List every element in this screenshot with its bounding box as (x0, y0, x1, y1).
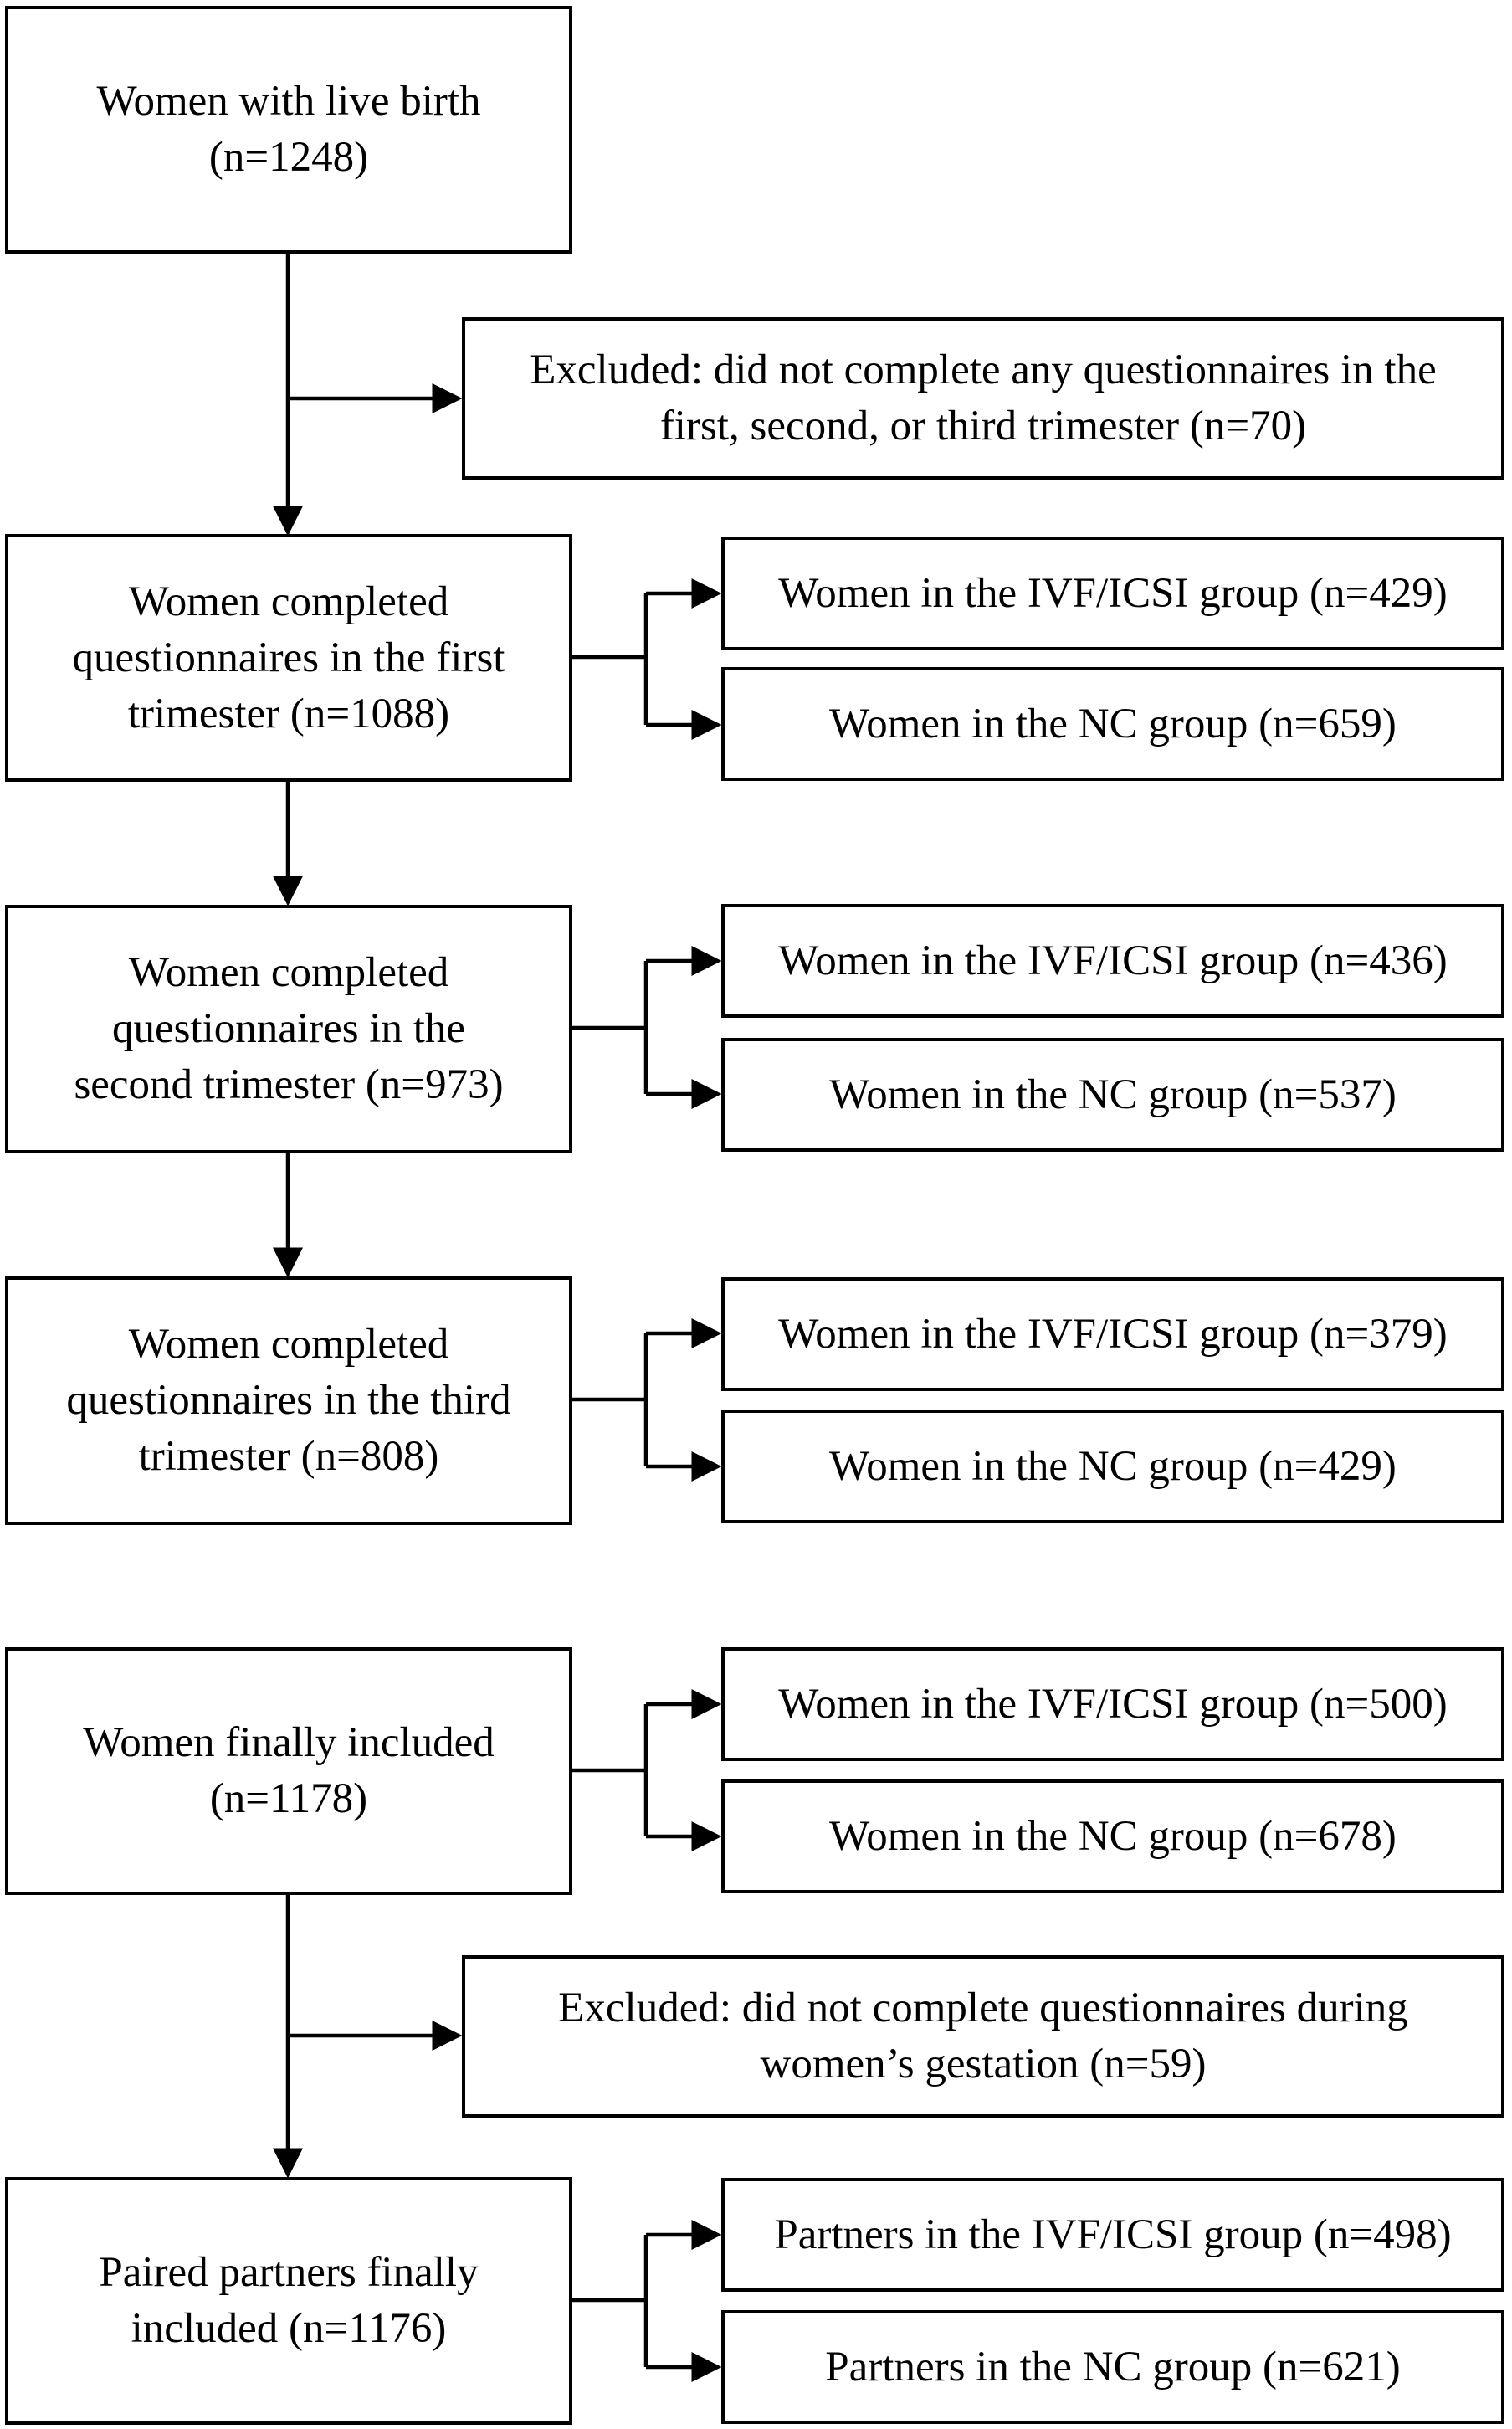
third-trimester-ivf-box: Women in the IVF/ICSI group (n=379) (721, 1277, 1504, 1391)
exclusion-box-1: Excluded: did not complete any questionn… (462, 317, 1504, 480)
box-text-line: Excluded: did not complete any questionn… (530, 347, 1437, 393)
third-trimester-nc-box: Women in the NC group (n=429) (721, 1410, 1504, 1523)
partners-final-box: Paired partners finally included (n=1176… (5, 2177, 572, 2425)
box-text-line: (n=1178) (209, 1775, 368, 1822)
box-text-line: Partners in the NC group (n=621) (825, 2343, 1401, 2390)
box-text-line: women’s gestation (n=59) (760, 2041, 1207, 2088)
box-text-line: trimester (n=808) (138, 1433, 439, 1480)
first-trimester-box: Women completed questionnaires in the fi… (5, 534, 572, 782)
box-text-line: Women finally included (83, 1719, 495, 1766)
women-final-nc-box: Women in the NC group (n=678) (721, 1779, 1504, 1893)
box-text-line: Women in the IVF/ICSI group (n=429) (778, 569, 1448, 617)
box-text-line: Women with live birth (96, 78, 481, 125)
box-text-line: Women in the IVF/ICSI group (n=500) (778, 1680, 1448, 1728)
partners-final-ivf-box: Partners in the IVF/ICSI group (n=498) (721, 2178, 1504, 2292)
second-trimester-ivf-box: Women in the IVF/ICSI group (n=436) (721, 904, 1504, 1018)
branch-first-trimester (572, 593, 648, 725)
box-text-line: included (n=1176) (131, 2305, 447, 2352)
box-text-line: Women completed (128, 1321, 449, 1368)
box-text-line: trimester (n=1088) (127, 690, 450, 737)
box-text-line: Women in the IVF/ICSI group (n=436) (778, 937, 1448, 984)
box-text-line: Paired partners finally (99, 2249, 479, 2296)
branch-partners-final (572, 2235, 648, 2367)
box-text-line: Women in the NC group (n=678) (829, 1812, 1397, 1860)
box-text-line: Women in the NC group (n=429) (829, 1442, 1397, 1490)
branch-third-trimester (572, 1333, 648, 1466)
women-live-birth-box: Women with live birth (n=1248) (5, 6, 572, 254)
branch-women-final (572, 1704, 648, 1836)
women-final-box: Women finally included (n=1178) (5, 1647, 572, 1895)
box-text-line: Women in the IVF/ICSI group (n=379) (778, 1310, 1448, 1358)
exclusion-box-2: Excluded: did not complete questionnaire… (462, 1955, 1504, 2118)
box-text-line: first, second, or third trimester (n=70) (659, 403, 1307, 449)
box-text-line: Women in the NC group (n=659) (829, 700, 1397, 747)
box-text-line: (n=1248) (208, 134, 369, 181)
branch-second-trimester (572, 961, 648, 1094)
box-text-line: Women in the NC group (n=537) (829, 1071, 1397, 1118)
box-text-line: Excluded: did not complete questionnaire… (558, 1985, 1408, 2031)
second-trimester-box: Women completed questionnaires in the se… (5, 905, 572, 1153)
box-text-line: questionnaires in the third (66, 1377, 511, 1424)
box-text-line: Women completed (128, 578, 449, 625)
third-trimester-box: Women completed questionnaires in the th… (5, 1276, 572, 1525)
partners-final-nc-box: Partners in the NC group (n=621) (721, 2310, 1504, 2424)
women-final-ivf-box: Women in the IVF/ICSI group (n=500) (721, 1647, 1504, 1761)
second-trimester-nc-box: Women in the NC group (n=537) (721, 1038, 1504, 1152)
box-text-line: questionnaires in the (111, 1005, 466, 1052)
first-trimester-nc-box: Women in the NC group (n=659) (721, 667, 1504, 781)
box-text-line: Partners in the IVF/ICSI group (n=498) (774, 2211, 1452, 2258)
box-text-line: second trimester (n=973) (74, 1061, 504, 1108)
box-text-line: Women completed (128, 949, 449, 996)
first-trimester-ivf-box: Women in the IVF/ICSI group (n=429) (721, 537, 1504, 650)
box-text-line: questionnaires in the first (72, 634, 505, 681)
